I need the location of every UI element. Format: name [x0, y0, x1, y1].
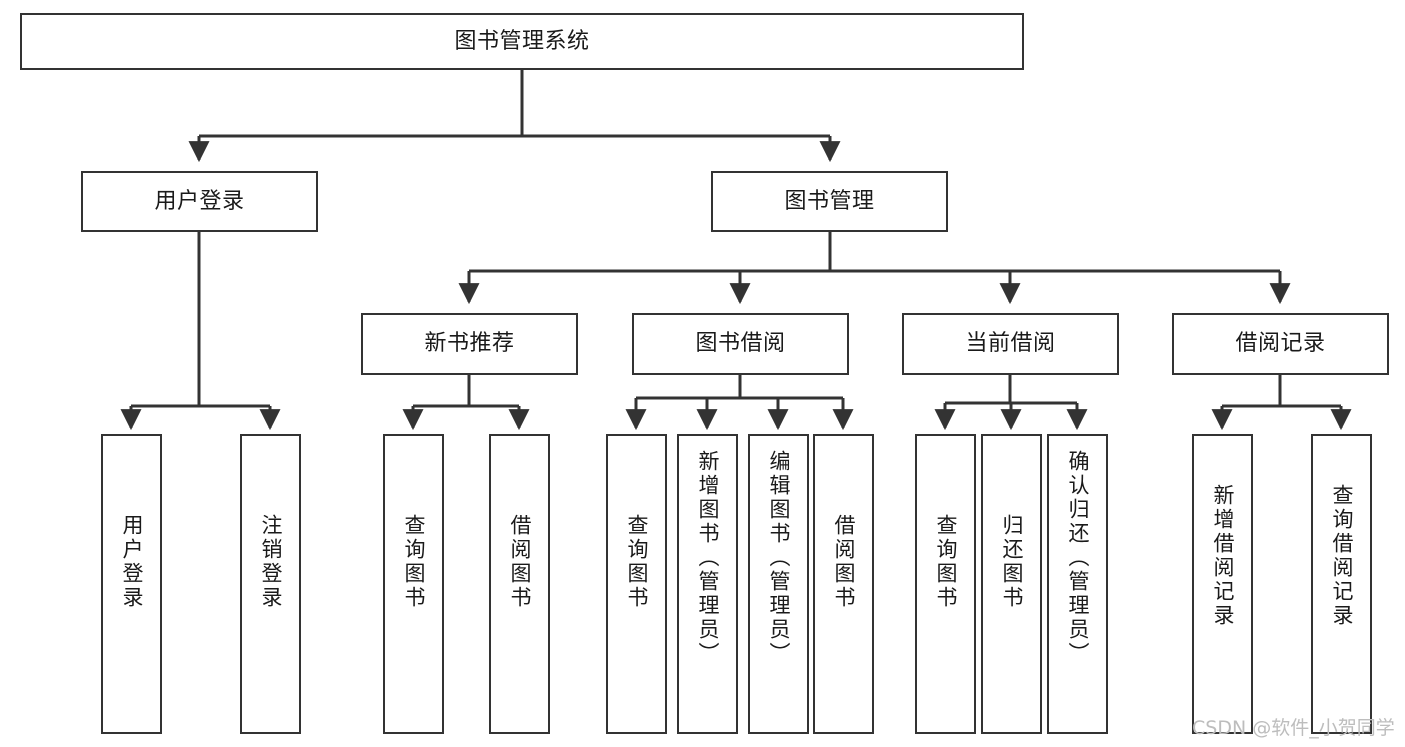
node-borrow-records[interactable]: 借阅记录 [1172, 313, 1389, 375]
node-leaf-confirm-return-label: 确认归还（管理员） [1066, 450, 1090, 666]
node-leaf-query-record-label: 查询借阅记录 [1330, 484, 1354, 628]
node-leaf-query-book-1-label: 查询图书 [402, 514, 426, 610]
node-user-login[interactable]: 用户登录 [81, 171, 318, 232]
node-leaf-borrow-book-1[interactable]: 借阅图书 [489, 434, 550, 734]
node-book-borrow[interactable]: 图书借阅 [632, 313, 849, 375]
node-leaf-query-book-3[interactable]: 查询图书 [915, 434, 976, 734]
node-user-login-label: 用户登录 [154, 188, 245, 214]
node-leaf-query-book-1[interactable]: 查询图书 [383, 434, 444, 734]
node-leaf-add-book-label: 新增图书（管理员） [696, 450, 720, 666]
node-leaf-edit-book[interactable]: 编辑图书（管理员） [748, 434, 809, 734]
node-leaf-add-record-label: 新增借阅记录 [1211, 484, 1235, 628]
node-leaf-query-book-3-label: 查询图书 [934, 514, 958, 610]
node-leaf-add-record[interactable]: 新增借阅记录 [1192, 434, 1253, 734]
node-current-borrow[interactable]: 当前借阅 [902, 313, 1119, 375]
node-leaf-borrow-book-1-label: 借阅图书 [508, 514, 532, 610]
node-leaf-query-book-2[interactable]: 查询图书 [606, 434, 667, 734]
node-book-management[interactable]: 图书管理 [711, 171, 948, 232]
node-book-management-label: 图书管理 [784, 188, 875, 214]
node-new-book-recommend-label: 新书推荐 [424, 331, 515, 357]
node-leaf-borrow-book-2[interactable]: 借阅图书 [813, 434, 874, 734]
node-new-book-recommend[interactable]: 新书推荐 [361, 313, 578, 375]
node-root[interactable]: 图书管理系统 [20, 13, 1024, 70]
node-leaf-user-login[interactable]: 用户登录 [101, 434, 162, 734]
node-current-borrow-label: 当前借阅 [965, 331, 1056, 357]
node-leaf-user-login-label: 用户登录 [120, 514, 144, 610]
node-leaf-confirm-return[interactable]: 确认归还（管理员） [1047, 434, 1108, 734]
node-leaf-user-logout-label: 注销登录 [259, 514, 283, 610]
node-leaf-query-book-2-label: 查询图书 [625, 514, 649, 610]
node-leaf-add-book[interactable]: 新增图书（管理员） [677, 434, 738, 734]
node-leaf-return-book[interactable]: 归还图书 [981, 434, 1042, 734]
node-leaf-query-record[interactable]: 查询借阅记录 [1311, 434, 1372, 734]
node-leaf-user-logout[interactable]: 注销登录 [240, 434, 301, 734]
node-book-borrow-label: 图书借阅 [695, 331, 786, 357]
node-borrow-records-label: 借阅记录 [1235, 331, 1326, 357]
node-root-label: 图书管理系统 [454, 28, 590, 54]
node-leaf-edit-book-label: 编辑图书（管理员） [767, 450, 791, 666]
node-leaf-borrow-book-2-label: 借阅图书 [832, 514, 856, 610]
node-leaf-return-book-label: 归还图书 [1000, 514, 1024, 610]
